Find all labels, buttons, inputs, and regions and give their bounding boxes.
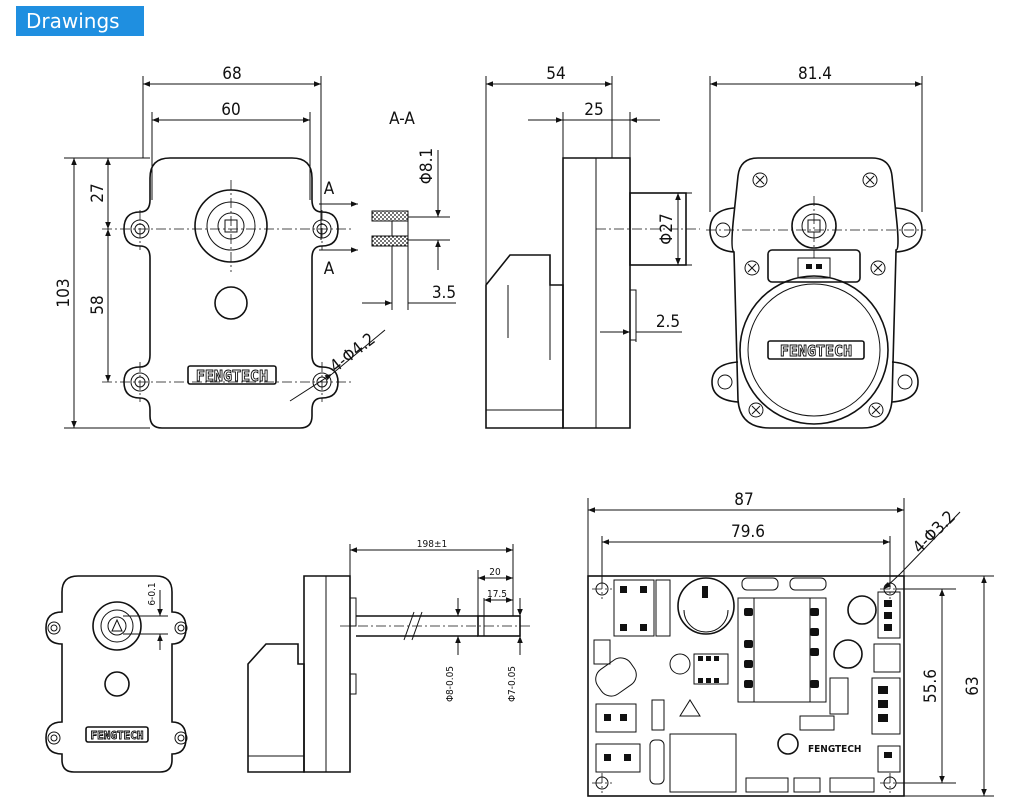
- pcb-connector-right: [871, 677, 901, 735]
- shaft-view-motor-housing: [247, 643, 305, 773]
- dim-small-front-flat: 6-0.1: [147, 582, 158, 605]
- dim-shaft-17-5: 17.5: [487, 589, 507, 600]
- section-title-tab: Drawings: [16, 6, 144, 36]
- dim-front-width-holes: 60: [221, 100, 240, 120]
- front-view: FENGTECH 68 60 103 27 58 4-Φ4.2: [54, 64, 386, 429]
- shaft-view: 198±1 20 17.5 Φ8-0.05 Φ7-0.05: [247, 539, 530, 773]
- back-screw-tr: [862, 172, 878, 188]
- section-view-title: A-A: [389, 109, 415, 129]
- dim-side-shaft-dia: Φ27: [657, 213, 677, 245]
- dim-shaft-dia-7: Φ7-0.05: [507, 666, 518, 702]
- small-front-view: FENGTECH 6-0.1: [45, 575, 188, 773]
- dim-front-height-total: 103: [54, 278, 74, 307]
- back-motor-cap: [739, 275, 889, 425]
- dim-pcb-87: 87: [734, 490, 753, 510]
- dim-pcb-holes: 4-Φ3.2: [909, 507, 960, 558]
- side-view-motor-housing: [485, 254, 564, 429]
- dim-front-hole-spacing: 58: [88, 295, 108, 314]
- dim-pcb-63: 63: [963, 676, 983, 695]
- dim-section-bore: Φ8.1: [417, 148, 437, 184]
- section-title: Drawings: [26, 9, 120, 33]
- dim-front-top-to-hole: 27: [88, 183, 108, 202]
- back-ear-bl: [711, 361, 739, 403]
- pcb-relay-1: [613, 579, 655, 637]
- front-screw-hole: [214, 286, 248, 320]
- dim-section-depth: 3.5: [432, 283, 456, 303]
- front-logo: [187, 365, 277, 385]
- shaft-view-gear-housing: [303, 575, 351, 773]
- pcb-hazard-icon: [679, 699, 701, 717]
- back-screw-ml: [744, 260, 760, 276]
- front-view-body-outline: [123, 157, 339, 429]
- back-screw-br: [868, 402, 884, 418]
- back-screw-mr: [870, 260, 886, 276]
- small-front-logo-text: FENGTECH: [91, 729, 144, 742]
- back-view-housing: [731, 157, 899, 429]
- section-view: A-A Φ8.1 3.5: [362, 109, 456, 310]
- dim-shaft-dia-8: Φ8-0.05: [445, 666, 456, 702]
- pcb-connector-top: [877, 591, 901, 639]
- back-screw-tl: [752, 172, 768, 188]
- section-mark-a-bottom: A: [324, 259, 335, 279]
- dim-side-shaft-region: 25: [584, 100, 603, 120]
- small-front-body-outline: [45, 575, 187, 773]
- dim-back-width: 81.4: [798, 64, 832, 84]
- back-logo: [767, 340, 865, 360]
- dim-shaft-20: 20: [489, 567, 501, 578]
- front-logo-text: FENGTECH: [196, 367, 268, 385]
- dim-side-depth-total: 54: [546, 64, 565, 84]
- section-mark-a-top: A: [324, 179, 335, 199]
- side-view: 54 25 Φ27 2.5: [485, 64, 700, 429]
- pcb-board-outline: [587, 575, 905, 797]
- dim-front-width-outer: 68: [222, 64, 241, 84]
- pcb-logo-text: FENGTECH: [808, 744, 861, 755]
- pcb-view: FENGTECH 87 79.6 4-Φ3.2 55.6 63: [587, 490, 994, 797]
- dim-pcb-79-6: 79.6: [731, 522, 765, 542]
- pcb-capacitor-large: [677, 577, 735, 635]
- dim-side-shaft-step: 2.5: [656, 312, 680, 332]
- back-ear-br: [891, 361, 919, 403]
- small-front-logo: [85, 726, 149, 743]
- back-connector: [797, 257, 831, 279]
- back-view: FENGTECH 81.4: [706, 64, 926, 429]
- dim-shaft-length: 198±1: [417, 539, 447, 550]
- dim-front-holes: 4-Φ4.2: [326, 329, 379, 377]
- dim-pcb-55-6: 55.6: [921, 669, 941, 703]
- back-logo-text: FENGTECH: [780, 342, 852, 360]
- pcb-transformer: [669, 733, 737, 793]
- back-screw-bl: [748, 402, 764, 418]
